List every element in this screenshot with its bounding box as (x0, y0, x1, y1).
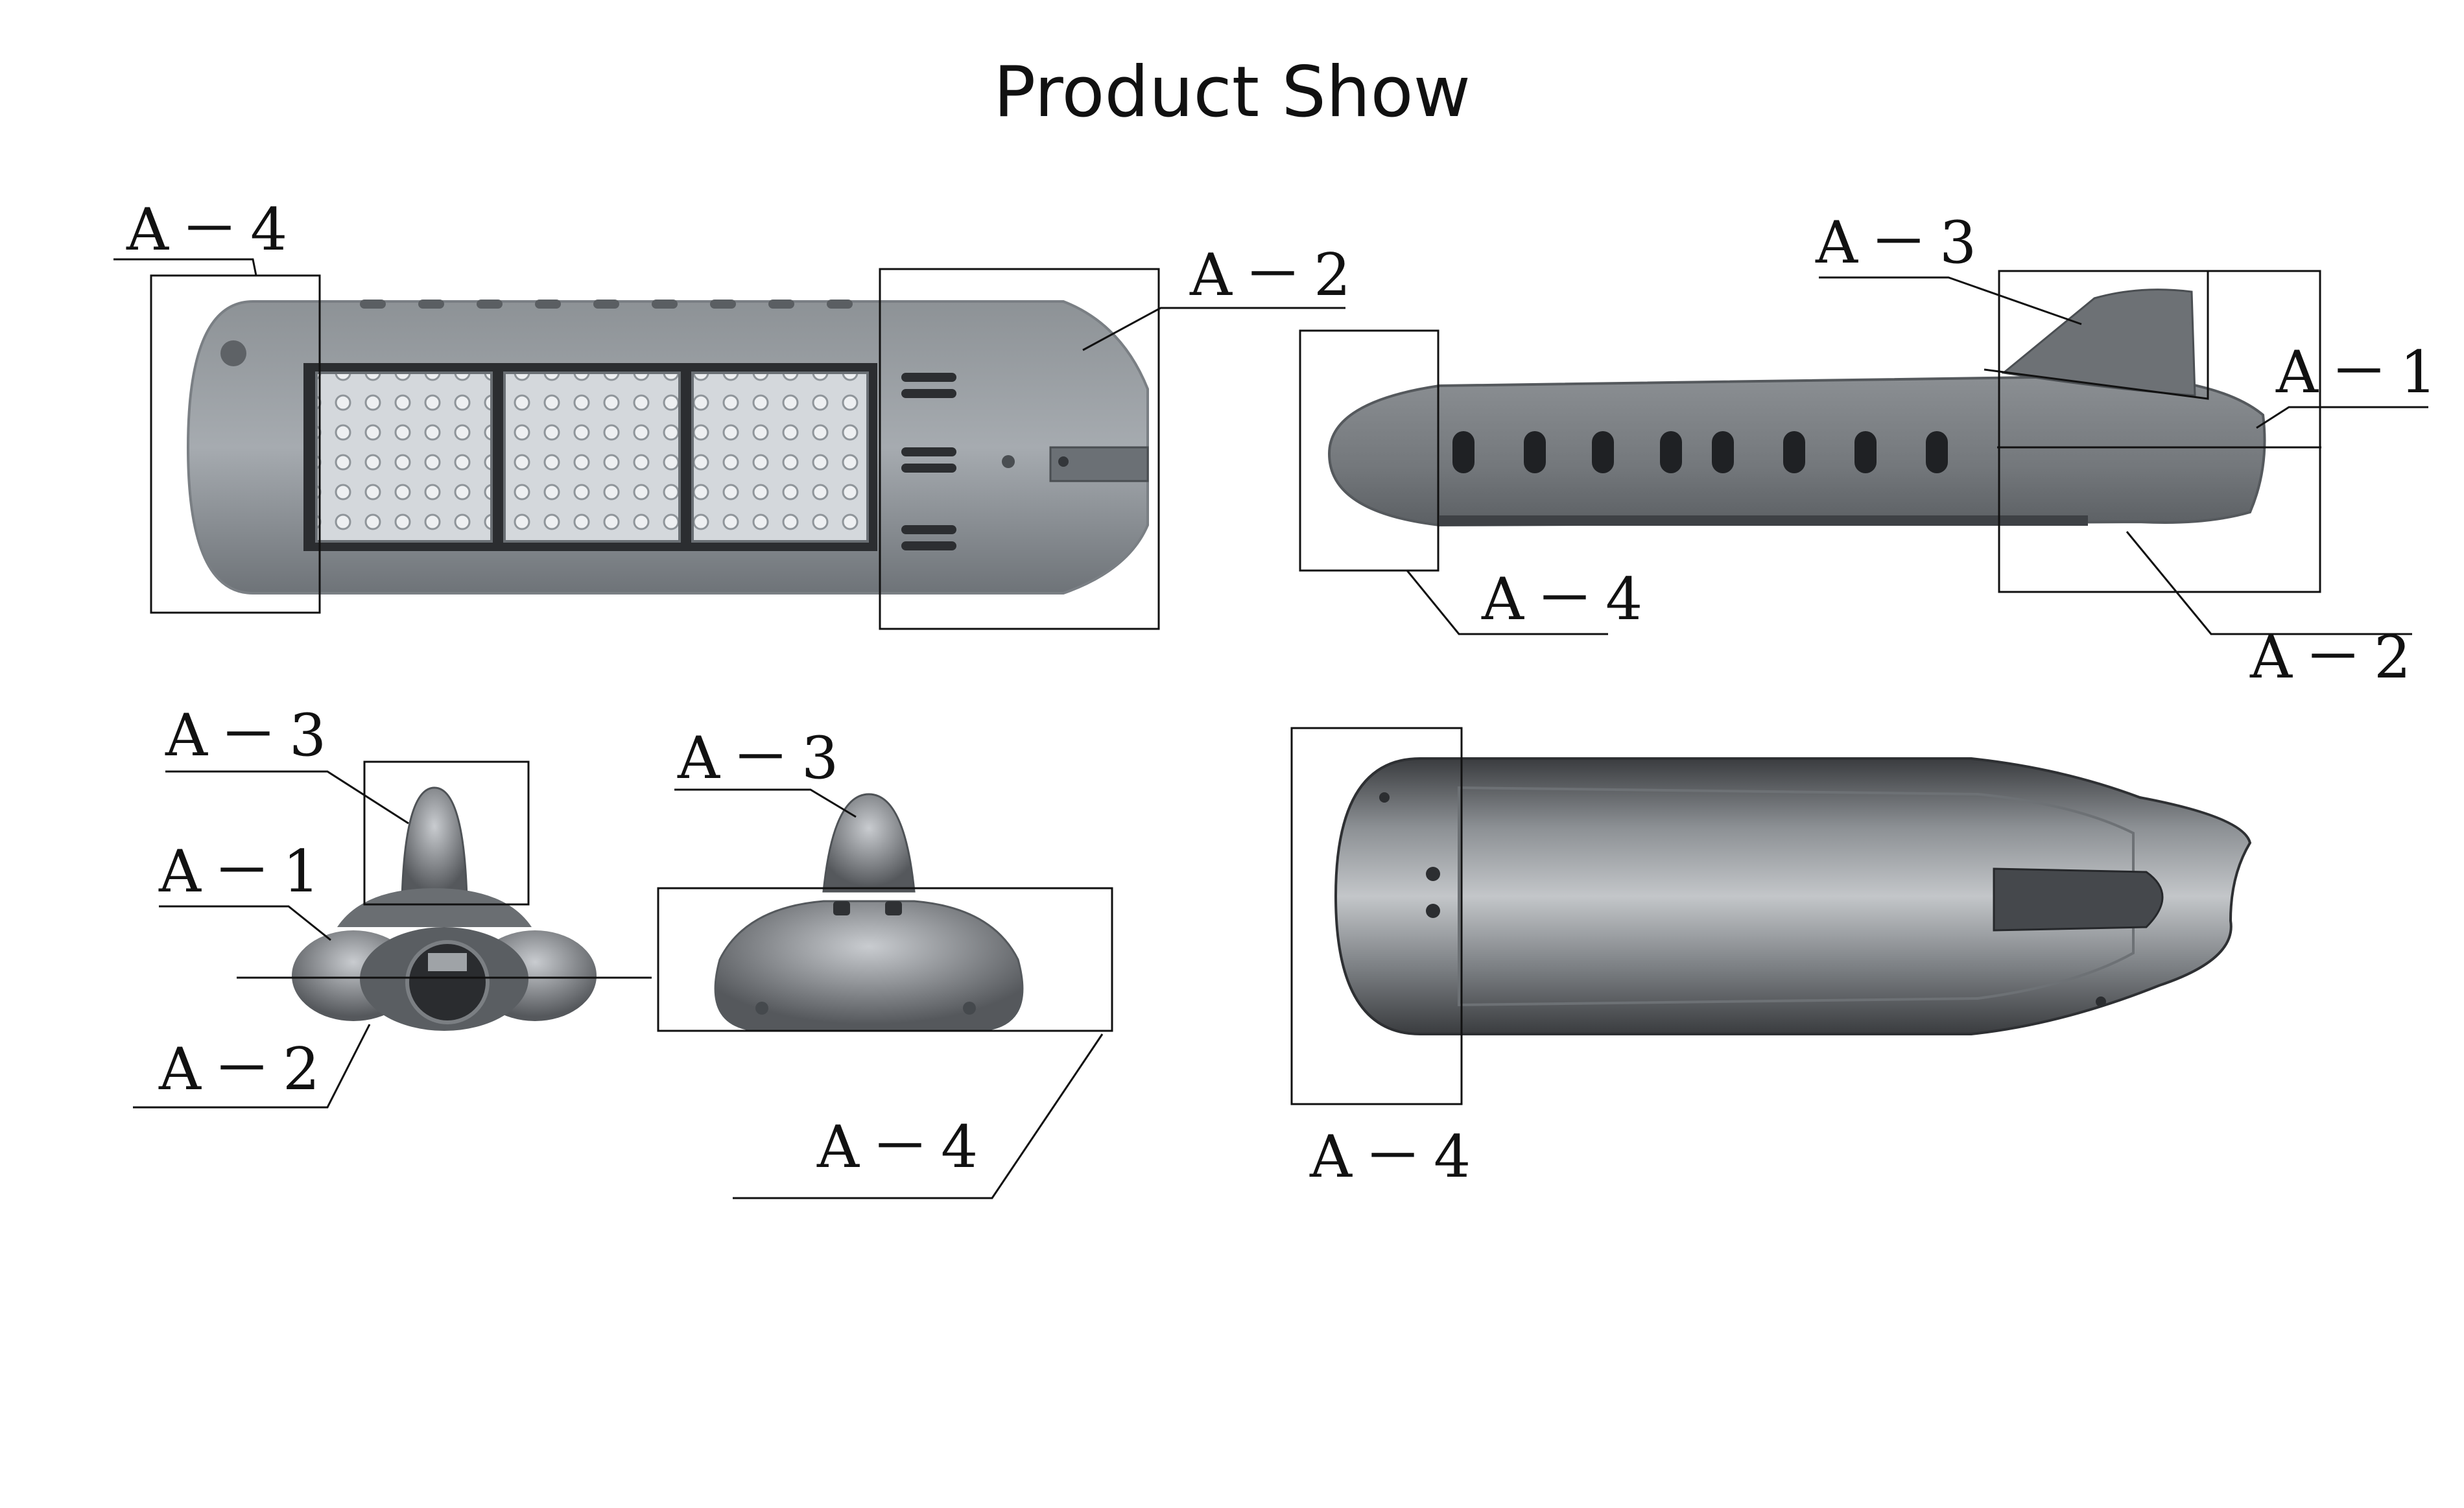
led-module-2 (503, 371, 681, 543)
top-mount-socket (1993, 867, 2164, 932)
rear-body (714, 900, 1024, 1032)
label-a2-front: A－2 (158, 1035, 331, 1103)
label-a4-top: A－4 (1309, 1123, 1482, 1191)
vent-slots-head (901, 373, 956, 550)
label-a1-front: A－1 (158, 838, 331, 906)
vent-slots-side (1452, 431, 1948, 473)
bottom-right-view: A－4 (1290, 727, 2252, 1191)
label-a2-side: A－2 (2249, 624, 2423, 692)
led-module-3 (691, 371, 869, 543)
callout-box-a4-rear (657, 887, 1113, 1032)
top-right-view: A－4 A－2 A－3 A－1 (1299, 209, 2448, 692)
label-a2: A－2 (1189, 241, 1362, 309)
luminaire-top-housing (1334, 757, 2252, 1035)
callout-box-a4-top (1290, 727, 1463, 1105)
callout-box-a2-side (1998, 270, 2321, 593)
mounting-fin (2001, 289, 2196, 397)
callout-box-a4 (150, 274, 321, 614)
vent-holes-top (360, 300, 853, 309)
page-title: Product Show (993, 52, 1471, 133)
bottom-left-rear-view: A－3 A－4 (657, 724, 1113, 1199)
led-module-1 (315, 371, 493, 543)
callout-box-a3-front (363, 760, 530, 906)
label-a1-side: A－1 (2275, 338, 2448, 406)
label-a3-rear: A－3 (677, 724, 850, 792)
front-mount-post (401, 786, 468, 899)
label-a4: A－4 (126, 196, 299, 264)
front-shoulder (337, 888, 532, 927)
callout-box-a2 (879, 268, 1160, 630)
bottom-left-front-view: A－3 A－1 A－2 (133, 701, 652, 1109)
front-lens (405, 940, 490, 1024)
top-left-view: A－4 A－2 (113, 196, 1362, 630)
callout-box-a4-side (1299, 329, 1439, 572)
top-recess (1458, 786, 2135, 1007)
label-a4-rear: A－4 (816, 1113, 989, 1181)
label-a3-side: A－3 (1815, 209, 1988, 277)
label-a3-front: A－3 (165, 701, 338, 770)
rear-mount-post (822, 793, 916, 893)
label-a4-side: A－4 (1481, 565, 1654, 633)
